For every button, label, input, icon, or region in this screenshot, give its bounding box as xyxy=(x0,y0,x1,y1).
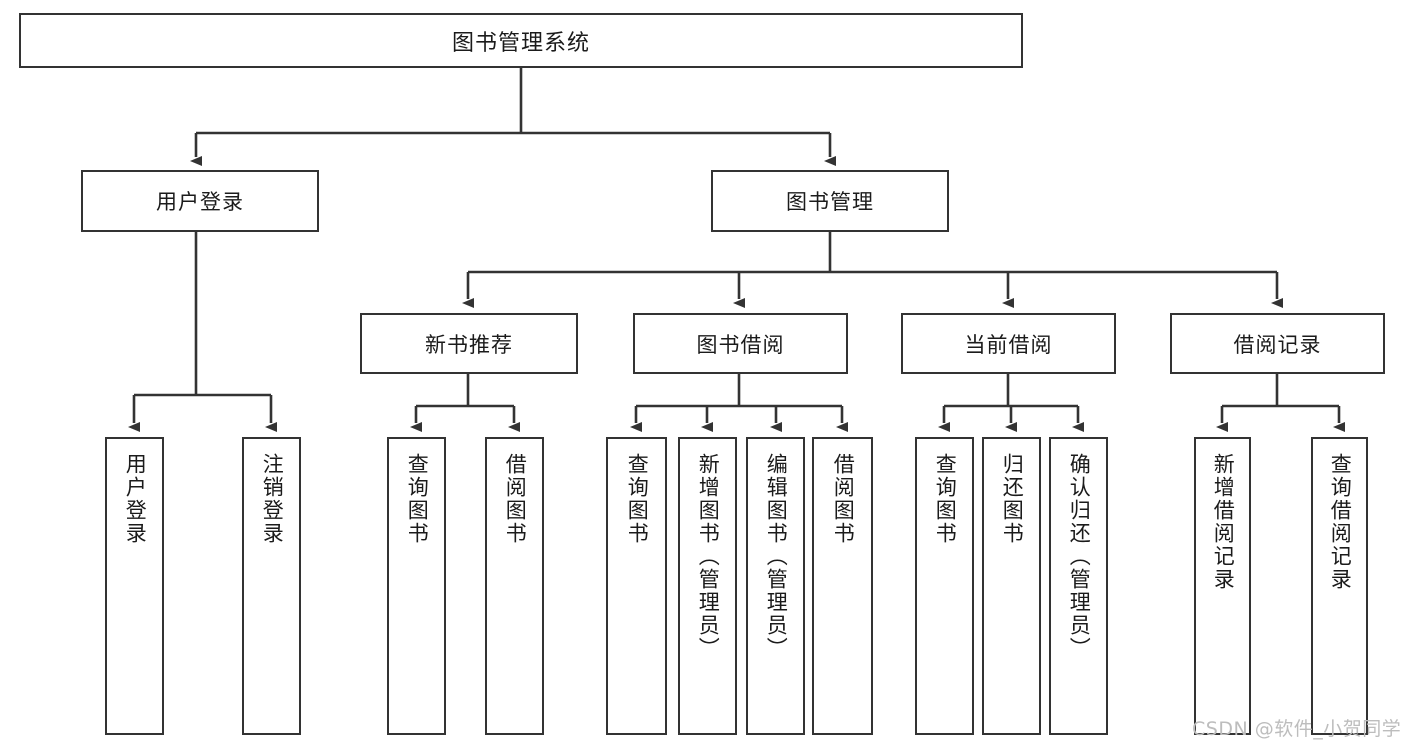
leaf-borrow-book-bb[interactable]: 借阅图书 xyxy=(812,437,873,735)
node-new-book-rec[interactable]: 新书推荐 xyxy=(360,313,578,374)
leaf-add-borrow-record-label: 新增借阅记录 xyxy=(1211,453,1236,591)
node-current-borrow-label: 当前借阅 xyxy=(964,332,1053,357)
leaf-query-borrow-record-label: 查询借阅记录 xyxy=(1328,453,1353,591)
leaf-borrow-book-bb-label: 借阅图书 xyxy=(831,453,856,545)
leaf-query-book-nb[interactable]: 查询图书 xyxy=(387,437,446,735)
node-borrow-record[interactable]: 借阅记录 xyxy=(1170,313,1385,374)
node-book-borrow[interactable]: 图书借阅 xyxy=(633,313,848,374)
leaf-query-book-cb-label: 查询图书 xyxy=(933,453,958,545)
leaf-confirm-return-admin[interactable]: 确认归还（管理员） xyxy=(1049,437,1108,735)
leaf-logout[interactable]: 注销登录 xyxy=(242,437,301,735)
leaf-query-book-cb[interactable]: 查询图书 xyxy=(915,437,974,735)
node-root[interactable]: 图书管理系统 xyxy=(19,13,1023,68)
leaf-query-book-nb-label: 查询图书 xyxy=(405,453,430,545)
leaf-borrow-book-nb-label: 借阅图书 xyxy=(503,453,528,545)
leaf-confirm-return-admin-label: 确认归还（管理员） xyxy=(1067,453,1092,660)
leaf-user-login[interactable]: 用户登录 xyxy=(105,437,164,735)
csdn-watermark: CSDN @软件_小贺同学 xyxy=(1192,718,1402,740)
node-book-manage-label: 图书管理 xyxy=(786,190,874,214)
node-user-login[interactable]: 用户登录 xyxy=(81,170,319,232)
node-user-login-label: 用户登录 xyxy=(156,190,244,214)
leaf-return-book[interactable]: 归还图书 xyxy=(982,437,1041,735)
leaf-add-book-admin[interactable]: 新增图书（管理员） xyxy=(678,437,737,735)
node-book-borrow-label: 图书借阅 xyxy=(696,332,785,357)
leaf-edit-book-admin[interactable]: 编辑图书（管理员） xyxy=(746,437,805,735)
leaf-edit-book-admin-label: 编辑图书（管理员） xyxy=(764,453,789,660)
node-current-borrow[interactable]: 当前借阅 xyxy=(901,313,1116,374)
node-new-book-rec-label: 新书推荐 xyxy=(425,332,513,357)
leaf-query-book-bb-label: 查询图书 xyxy=(625,453,650,545)
leaf-add-book-admin-label: 新增图书（管理员） xyxy=(696,453,721,660)
leaf-return-book-label: 归还图书 xyxy=(1000,453,1025,545)
leaf-query-book-bb[interactable]: 查询图书 xyxy=(606,437,667,735)
node-root-label: 图书管理系统 xyxy=(451,30,590,56)
node-borrow-record-label: 借阅记录 xyxy=(1233,332,1322,357)
leaf-logout-label: 注销登录 xyxy=(260,453,285,545)
leaf-query-borrow-record[interactable]: 查询借阅记录 xyxy=(1311,437,1368,735)
leaf-add-borrow-record[interactable]: 新增借阅记录 xyxy=(1194,437,1251,735)
node-book-manage[interactable]: 图书管理 xyxy=(711,170,949,232)
leaf-user-login-label: 用户登录 xyxy=(123,453,148,545)
leaf-borrow-book-nb[interactable]: 借阅图书 xyxy=(485,437,544,735)
